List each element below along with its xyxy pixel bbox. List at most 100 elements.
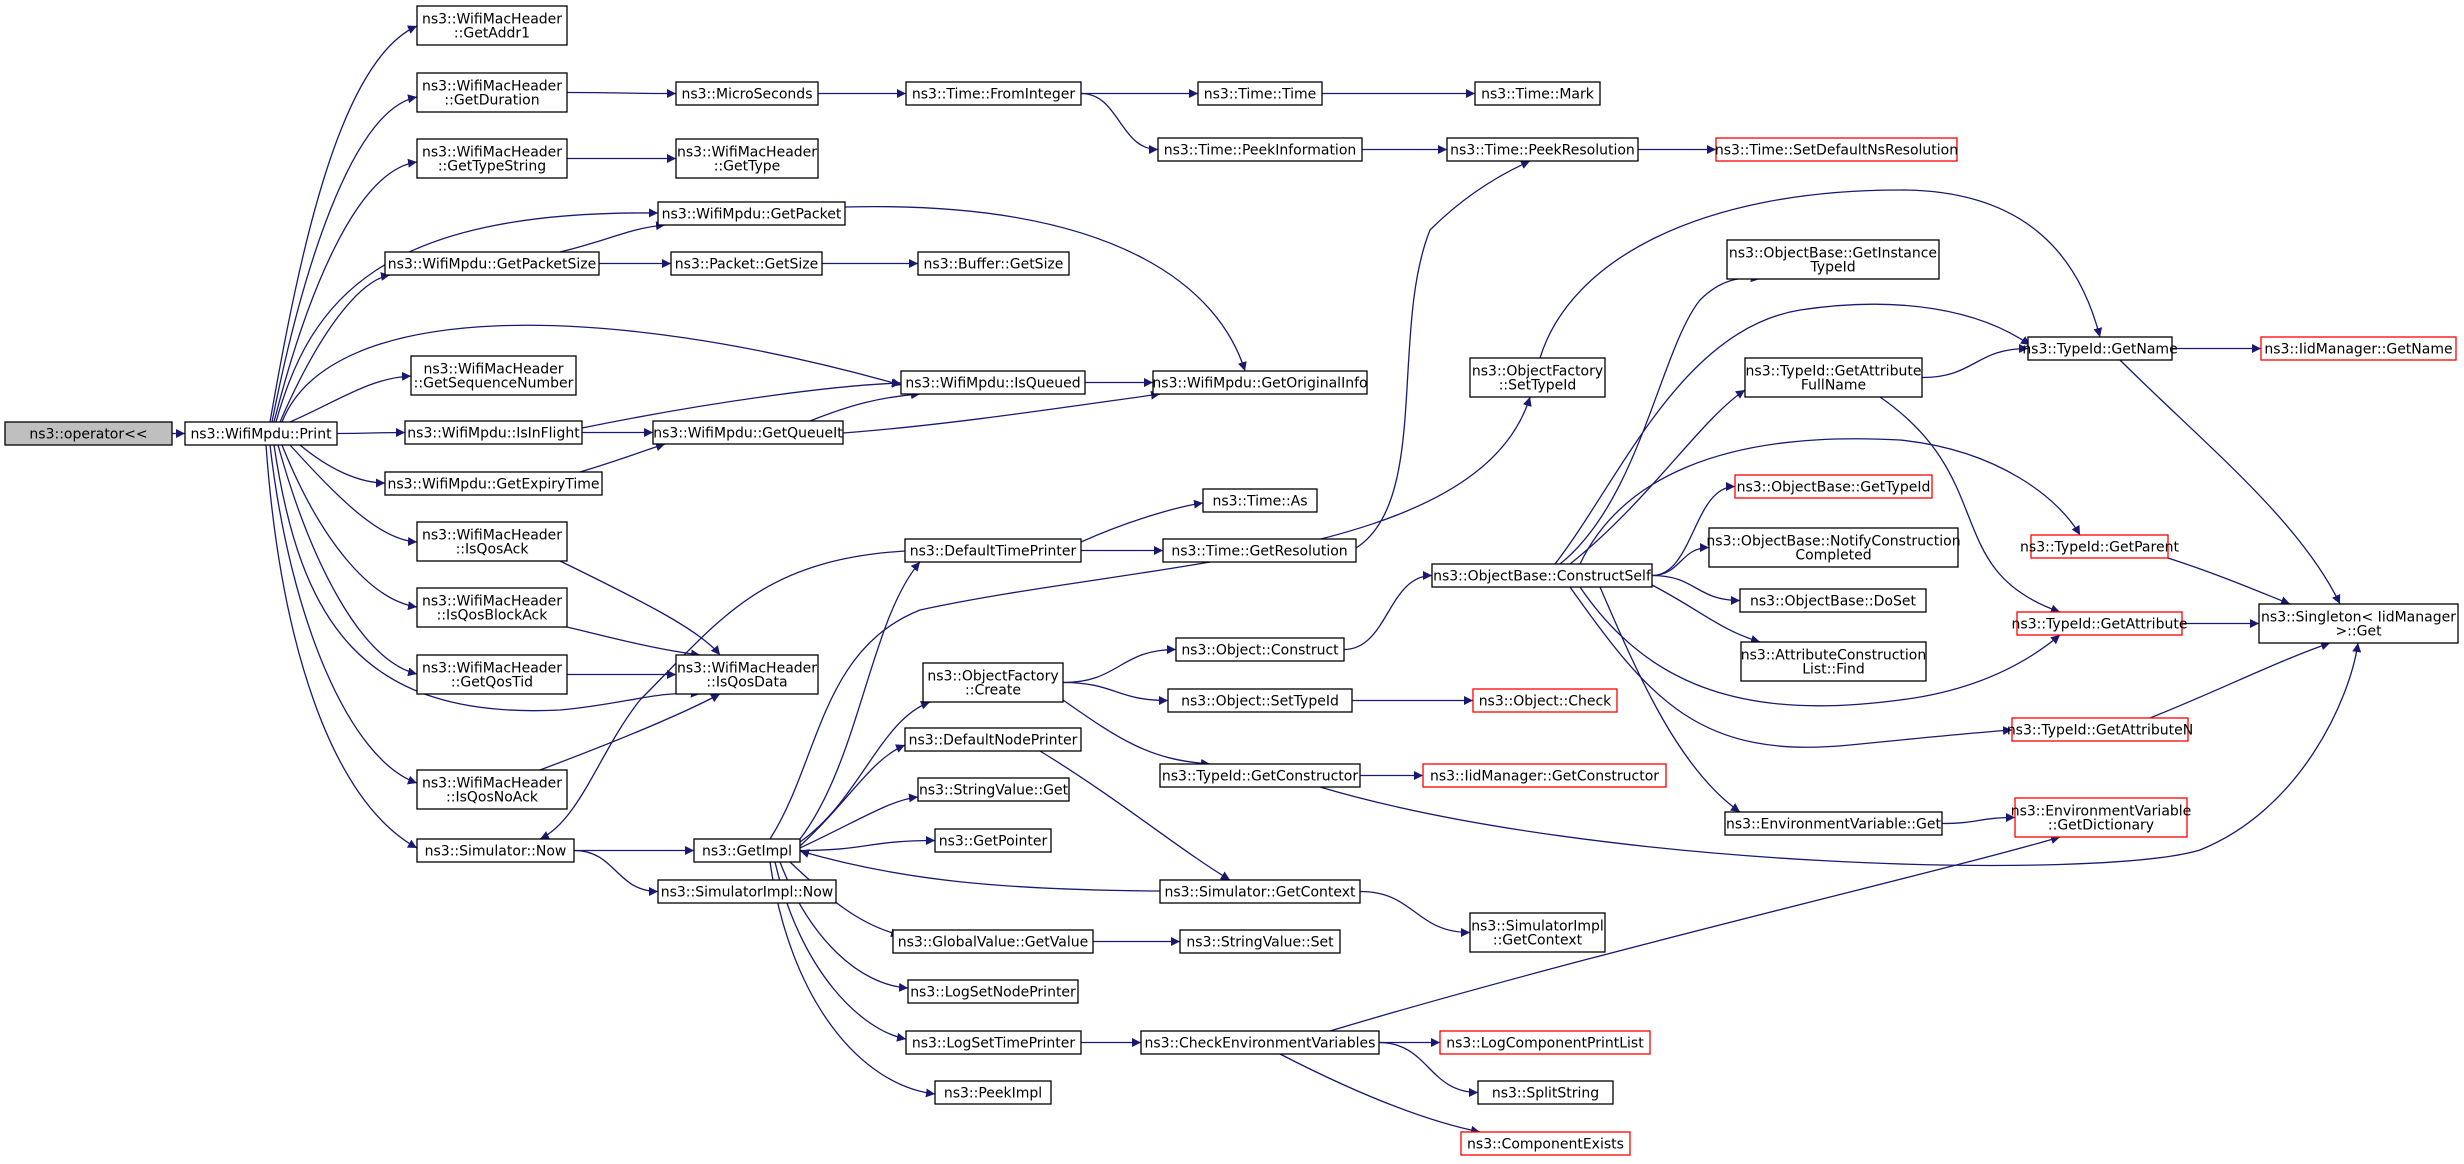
node-label: FullName bbox=[1801, 378, 1866, 394]
node-timeas[interactable]: ns3::Time::As bbox=[1202, 488, 1318, 513]
node-simgetcontext[interactable]: ns3::Simulator::GetContext bbox=[1159, 879, 1361, 904]
node-timetime[interactable]: ns3::Time::Time bbox=[1197, 81, 1323, 106]
node-singletonget[interactable]: ns3::Singleton< IidManager>::Get bbox=[2258, 603, 2459, 644]
node-peekimpl[interactable]: ns3::PeekImpl bbox=[934, 1080, 1052, 1105]
node-isinflight[interactable]: ns3::WifiMpdu::IsInFlight bbox=[404, 420, 583, 445]
node-label: ns3::WifiMacHeader bbox=[422, 12, 562, 28]
node-objfactsettypeid[interactable]: ns3::ObjectFactory::SetTypeId bbox=[1469, 357, 1606, 398]
edge-objfactsettypeid-to-typeidgetname bbox=[1539, 189, 2103, 359]
node-peekinfo[interactable]: ns3::Time::PeekInformation bbox=[1157, 137, 1363, 162]
node-simimplgetcontext[interactable]: ns3::SimulatorImpl::GetContext bbox=[1469, 912, 1606, 953]
node-getimpl[interactable]: ns3::GetImpl bbox=[693, 838, 801, 863]
node-isqosblockack[interactable]: ns3::WifiMacHeader::IsQosBlockAck bbox=[416, 587, 568, 628]
node-objfactcreate[interactable]: ns3::ObjectFactory::Create bbox=[922, 662, 1064, 703]
node-deftimeprinter[interactable]: ns3::DefaultTimePrinter bbox=[904, 538, 1082, 563]
node-envgetdict[interactable]: ns3::EnvironmentVariable::GetDictionary bbox=[2011, 797, 2192, 838]
node-setdefres[interactable]: ns3::Time::SetDefaultNsResolution bbox=[1715, 137, 1958, 162]
node-strvalset[interactable]: ns3::StringValue::Set bbox=[1179, 929, 1341, 954]
node-label: ns3::TypeId::GetName bbox=[2022, 342, 2177, 358]
node-label: ns3::Object::Check bbox=[1479, 694, 1612, 710]
node-isqosdata[interactable]: ns3::WifiMacHeader::IsQosData bbox=[675, 654, 819, 695]
edge-constructself-to-envget bbox=[1599, 586, 1741, 813]
node-bufgetsize[interactable]: ns3::Buffer::GetSize bbox=[917, 251, 1070, 276]
node-box bbox=[2258, 603, 2459, 644]
node-compexists[interactable]: ns3::ComponentExists bbox=[1460, 1131, 1631, 1156]
node-getduration[interactable]: ns3::WifiMacHeader::GetDuration bbox=[416, 72, 568, 113]
node-checkenv[interactable]: ns3::CheckEnvironmentVariables bbox=[1140, 1030, 1380, 1055]
node-label: ns3::PeekImpl bbox=[944, 1086, 1042, 1102]
node-logsetnode[interactable]: ns3::LogSetNodePrinter bbox=[907, 979, 1079, 1004]
node-objsettypeid[interactable]: ns3::Object::SetTypeId bbox=[1167, 688, 1353, 713]
node-label: ns3::WifiMpdu::GetExpiryTime bbox=[387, 477, 599, 493]
node-timefromint[interactable]: ns3::Time::FromInteger bbox=[905, 81, 1082, 106]
node-getorig[interactable]: ns3::WifiMpdu::GetOriginalInfo bbox=[1152, 370, 1368, 395]
edge-deftimeprinter-to-simnow bbox=[539, 550, 906, 840]
node-iidgetconstructor[interactable]: ns3::IidManager::GetConstructor bbox=[1422, 763, 1667, 788]
node-getqostid[interactable]: ns3::WifiMacHeader::GetQosTid bbox=[416, 654, 568, 695]
node-objconstruct[interactable]: ns3::Object::Construct bbox=[1175, 637, 1345, 662]
edge-getimpl-to-peekimpl bbox=[769, 861, 936, 1098]
node-typeidgetname[interactable]: ns3::TypeId::GetName bbox=[2022, 336, 2178, 361]
node-label: ns3::LogSetNodePrinter bbox=[910, 985, 1076, 1001]
node-constructself[interactable]: ns3::ObjectBase::ConstructSelf bbox=[1431, 563, 1653, 588]
node-typeidgetparent[interactable]: ns3::TypeId::GetParent bbox=[2020, 534, 2179, 559]
node-gettype[interactable]: ns3::WifiMacHeader::GetType bbox=[675, 138, 819, 179]
edge-simgetcontext-to-simimplgetcontext bbox=[1359, 890, 1471, 937]
node-typeidgetattrn[interactable]: ns3::TypeId::GetAttributeN bbox=[2007, 717, 2193, 742]
node-getpacket[interactable]: ns3::WifiMpdu::GetPacket bbox=[657, 201, 846, 226]
node-doset[interactable]: ns3::ObjectBase::DoSet bbox=[1739, 588, 1927, 613]
node-peekres[interactable]: ns3::Time::PeekResolution bbox=[1446, 137, 1639, 162]
node-logsettime[interactable]: ns3::LogSetTimePrinter bbox=[905, 1030, 1082, 1055]
node-box bbox=[1140, 1030, 1380, 1055]
edge-checkenv-to-envgetdict bbox=[1329, 835, 2061, 1032]
node-label: ns3::ObjectBase::GetInstance bbox=[1729, 246, 1937, 262]
node-iidgetname[interactable]: ns3::IidManager::GetName bbox=[2260, 336, 2457, 361]
node-getseqnum[interactable]: ns3::WifiMacHeader::GetSequenceNumber bbox=[410, 355, 577, 396]
node-timemark[interactable]: ns3::Time::Mark bbox=[1474, 81, 1601, 106]
node-getaddr1[interactable]: ns3::WifiMacHeader::GetAddr1 bbox=[416, 5, 568, 46]
node-splitstring[interactable]: ns3::SplitString bbox=[1477, 1080, 1614, 1105]
node-getconstructor[interactable]: ns3::TypeId::GetConstructor bbox=[1159, 763, 1361, 788]
node-label: ns3::Time::PeekResolution bbox=[1450, 143, 1635, 159]
node-box bbox=[4, 421, 173, 446]
node-logcompprint[interactable]: ns3::LogComponentPrintList bbox=[1439, 1030, 1651, 1055]
node-box bbox=[1744, 357, 1923, 398]
node-getqueueit[interactable]: ns3::WifiMpdu::GetQueueIt bbox=[652, 420, 844, 445]
node-timegetres[interactable]: ns3::Time::GetResolution bbox=[1162, 538, 1357, 563]
node-label: ::GetSequenceNumber bbox=[414, 376, 574, 392]
node-typeidgetattr[interactable]: ns3::TypeId::GetAttribute bbox=[2012, 611, 2188, 636]
node-op[interactable]: ns3::operator<< bbox=[4, 421, 173, 446]
node-isqosnoack[interactable]: ns3::WifiMacHeader::IsQosNoAck bbox=[416, 769, 568, 810]
node-simnow[interactable]: ns3::Simulator::Now bbox=[416, 838, 575, 863]
node-print[interactable]: ns3::WifiMpdu::Print bbox=[184, 421, 338, 446]
node-label: ns3::Simulator::GetContext bbox=[1164, 885, 1356, 901]
node-strvalget[interactable]: ns3::StringValue::Get bbox=[917, 777, 1070, 802]
node-label: ns3::TypeId::GetParent bbox=[2020, 540, 2179, 556]
node-isqueued[interactable]: ns3::WifiMpdu::IsQueued bbox=[900, 370, 1086, 395]
edge-timefromint-to-peekinfo bbox=[1080, 92, 1159, 154]
node-label: ns3::AttributeConstruction bbox=[1741, 648, 1926, 664]
node-envget[interactable]: ns3::EnvironmentVariable::Get bbox=[1724, 811, 1943, 836]
node-label: ns3::IidManager::GetName bbox=[2264, 342, 2452, 358]
node-microseconds[interactable]: ns3::MicroSeconds bbox=[675, 81, 819, 106]
node-globvalget[interactable]: ns3::GlobalValue::GetValue bbox=[892, 929, 1094, 954]
node-obgettypeid[interactable]: ns3::ObjectBase::GetTypeId bbox=[1734, 474, 1933, 499]
node-gettypestring[interactable]: ns3::WifiMacHeader::GetTypeString bbox=[416, 138, 568, 179]
edge-constructself-to-attrconstfind bbox=[1651, 584, 1761, 644]
node-simimplnow[interactable]: ns3::SimulatorImpl::Now bbox=[657, 879, 837, 904]
node-defnodeprinter[interactable]: ns3::DefaultNodePrinter bbox=[904, 727, 1082, 752]
edge-isqosack-to-isqosdata bbox=[559, 560, 721, 656]
node-getexpiry[interactable]: ns3::WifiMpdu::GetExpiryTime bbox=[384, 471, 603, 496]
node-label: ns3::GetImpl bbox=[702, 844, 792, 860]
node-objcheck[interactable]: ns3::Object::Check bbox=[1472, 688, 1618, 713]
node-notifyconstruct[interactable]: ns3::ObjectBase::NotifyConstructionCompl… bbox=[1706, 527, 1961, 568]
node-isqosack[interactable]: ns3::WifiMacHeader::IsQosAck bbox=[416, 521, 568, 562]
node-box bbox=[416, 138, 568, 179]
node-getpacketsize[interactable]: ns3::WifiMpdu::GetPacketSize bbox=[384, 251, 600, 276]
node-pktgetsize[interactable]: ns3::Packet::GetSize bbox=[670, 251, 823, 276]
node-getpointer[interactable]: ns3::GetPointer bbox=[934, 828, 1052, 853]
node-label: ns3::WifiMpdu::GetOriginalInfo bbox=[1152, 376, 1367, 392]
